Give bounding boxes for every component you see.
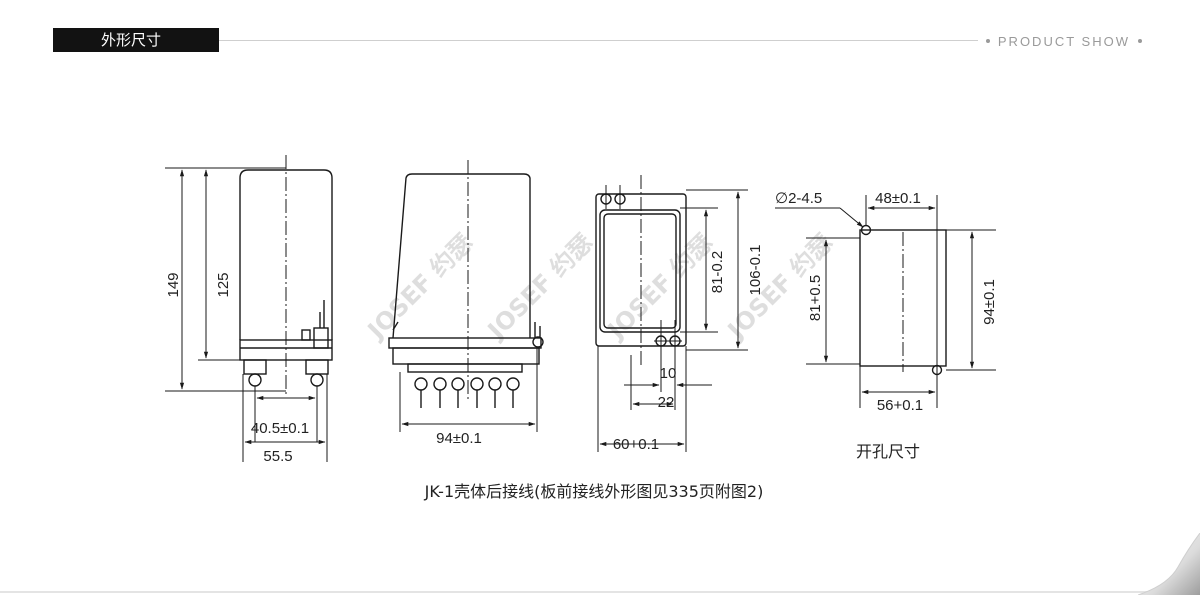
- section-title: 外形尺寸: [53, 28, 219, 52]
- watermark-1: JOSEF 约瑟: [361, 228, 478, 345]
- bullet-icon: [985, 39, 990, 43]
- bullet-icon: [1138, 39, 1142, 43]
- dim-81-0-5: 81+0.5: [807, 275, 824, 321]
- dim-60: 60+0.1: [613, 436, 659, 453]
- dim-149: 149: [165, 272, 182, 297]
- header-divider: [219, 40, 1142, 41]
- dim-hole: ∅2-4.5: [775, 190, 822, 207]
- dim-56: 56+0.1: [877, 397, 923, 414]
- cutout-view: [775, 195, 996, 408]
- figure-caption: JK-1壳体后接线(板前接线外形图见335页附图2): [424, 482, 764, 501]
- dim-106-0-1: 106-0.1: [747, 245, 764, 296]
- dim-94: 94±0.1: [436, 430, 482, 447]
- panel-view: [595, 175, 748, 452]
- dim-81-0-2: 81-0.2: [709, 251, 726, 294]
- product-show-label: PRODUCT SHOW: [977, 32, 1142, 50]
- side-view: [165, 155, 333, 462]
- dim-55-5: 55.5: [263, 448, 292, 465]
- cutout-title: 开孔尺寸: [856, 442, 920, 461]
- dim-125: 125: [215, 272, 232, 297]
- dim-22: 22: [658, 394, 675, 411]
- dim-94-cutout: 94±0.1: [981, 279, 998, 325]
- product-show-text: PRODUCT SHOW: [997, 33, 1130, 49]
- front-view: [388, 160, 544, 432]
- page-curl-icon: [1138, 533, 1200, 595]
- dim-48: 48±0.1: [875, 190, 921, 207]
- dim-10: 10: [660, 365, 677, 382]
- dim-40-5: 40.5±0.1: [251, 420, 309, 437]
